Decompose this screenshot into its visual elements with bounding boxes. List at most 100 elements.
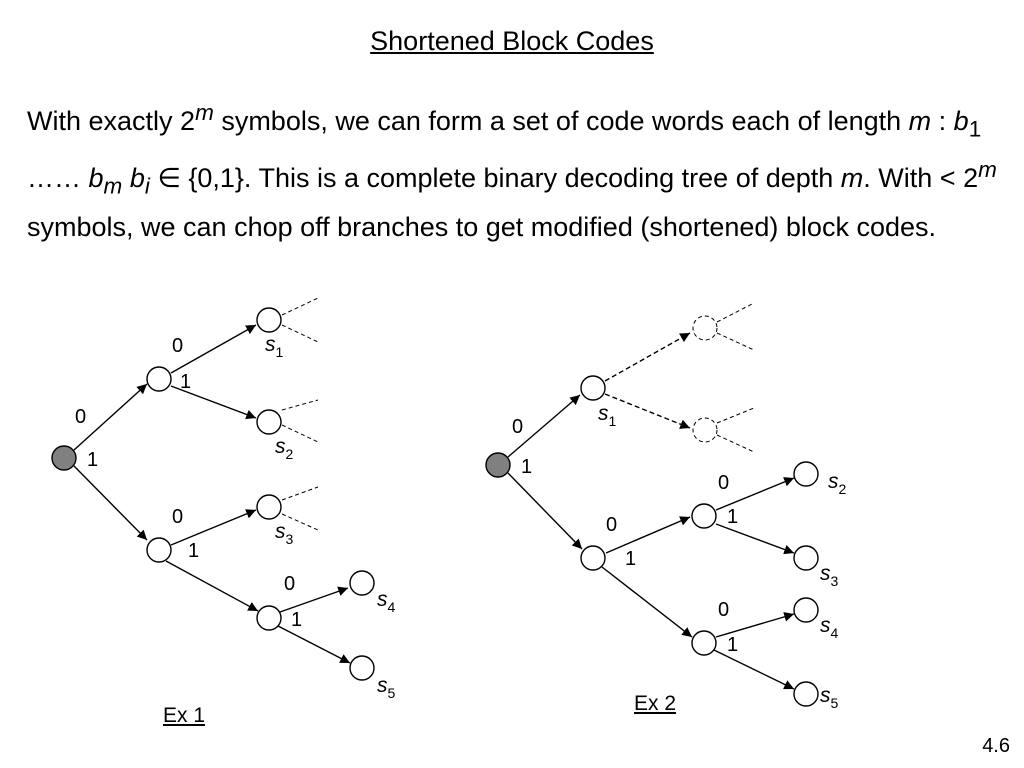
ex1-symbol-s2: s2 <box>275 435 294 462</box>
ex2-edge-label: 0 <box>718 472 729 494</box>
ex2-dashed-stub <box>716 302 755 323</box>
ex1-edge-label: 0 <box>284 573 295 595</box>
ex1-edge <box>170 509 257 546</box>
ex2-leaf-node <box>580 375 606 401</box>
ex1-dashed-stub <box>281 424 319 443</box>
ex1-node <box>256 605 282 631</box>
ex2-edge <box>715 612 795 638</box>
para-sub-i: i <box>144 173 150 199</box>
ex2-dashed-stub <box>716 434 755 453</box>
ex2-edge <box>601 566 693 638</box>
ex1-leaf-node <box>256 494 282 520</box>
ex2-edge-label: 1 <box>727 634 738 656</box>
para-var-bm: b <box>88 163 104 194</box>
ex1-edge-label: 0 <box>75 406 86 428</box>
ex2-root-node <box>485 452 511 478</box>
ex1-edge <box>73 383 148 451</box>
para-text-7: symbols, we can chop off branches to get… <box>27 211 936 242</box>
ex1-leaf-node <box>349 655 375 681</box>
para-text-3: : <box>931 106 954 136</box>
ex1-labels: 0 1 0 1 0 1 0 1 s1 s2 s3 s4 s5 <box>75 333 396 701</box>
ex1-edge <box>170 385 257 420</box>
ex2-leaf-node <box>793 545 819 571</box>
ex2-edge <box>605 516 691 554</box>
ex2-symbol-s2: s2 <box>828 470 847 497</box>
ex2-symbol-s4: s4 <box>820 614 839 641</box>
ex2-dashed-edge <box>604 393 691 429</box>
ex2-node <box>580 545 606 571</box>
ex2-edge <box>713 649 795 690</box>
ex1-edge-label: 1 <box>87 449 98 471</box>
ex2-dashed-stub <box>716 332 755 351</box>
ex1-leaf-node <box>256 409 282 435</box>
ex1-dashed-stub <box>281 297 319 316</box>
para-var-m2: m <box>840 163 864 194</box>
para-sub-1: 1 <box>968 116 982 142</box>
ex2-node <box>691 503 717 529</box>
ex1-symbol-s4: s4 <box>377 588 396 615</box>
intro-paragraph: With exactly 2m symbols, we can form a s… <box>27 92 1002 248</box>
para-sup-m2: m <box>978 157 997 183</box>
para-text-5: ∈ {0,1}. This is a complete binary decod… <box>149 163 841 194</box>
ex2-symbol-s1: s1 <box>598 402 617 429</box>
ex2-edge <box>507 472 583 550</box>
ex2-caption: Ex 2 <box>634 692 677 715</box>
ex1-edge <box>279 586 349 613</box>
ex1-dashed-stub <box>281 324 319 343</box>
para-text-1: With exactly 2 <box>27 106 196 136</box>
page-number: 4.6 <box>982 735 1010 757</box>
para-sup-m: m <box>195 100 214 125</box>
para-var-bi: b <box>129 163 145 194</box>
ex1-edge-label: 1 <box>180 371 191 393</box>
ex2-edge-label: 1 <box>727 506 738 528</box>
ex1-edge-label: 0 <box>172 506 183 528</box>
ex1-dashed-stub <box>281 486 319 501</box>
ex1-symbol-s1: s1 <box>265 333 284 360</box>
ex2-removed-node <box>692 417 718 443</box>
ex1-edge <box>277 625 351 664</box>
ex2-edge <box>715 523 795 555</box>
ex1-edge-label: 0 <box>172 335 183 357</box>
para-var-b1: b <box>953 106 969 136</box>
ex2-edge-label: 0 <box>512 416 523 438</box>
ex1-leaf-node <box>349 570 375 596</box>
ex1-symbol-s3: s3 <box>275 520 294 547</box>
ex2-tree <box>485 302 819 707</box>
ex1-caption: Ex 1 <box>163 704 206 727</box>
ex2-edge-label: 1 <box>521 456 532 478</box>
ex2-edge <box>507 394 581 458</box>
page-title: Shortened Block Codes <box>370 26 654 56</box>
para-sub-m: m <box>103 173 123 199</box>
ex2-symbol-s5: s5 <box>820 684 839 711</box>
ex2-edge <box>715 477 795 511</box>
ex1-node <box>146 537 172 563</box>
ex1-leaf-node <box>256 307 282 333</box>
ex1-node <box>146 366 172 392</box>
ex1-root-node <box>51 445 77 471</box>
ex2-leaf-node <box>793 597 819 623</box>
para-dots: …… <box>27 163 89 194</box>
ex2-node <box>691 630 717 656</box>
ex1-tree <box>51 297 375 681</box>
ex2-edge-label: 0 <box>606 514 617 536</box>
para-text-6: . With < 2 <box>863 163 979 194</box>
para-var-m: m <box>908 106 932 136</box>
ex1-dashed-stub <box>281 513 319 531</box>
ex1-symbol-s5: s5 <box>377 674 396 701</box>
ex2-removed-node <box>692 315 718 341</box>
ex2-labels: 0 1 0 1 0 1 0 1 s1 s2 s3 s4 s5 <box>512 402 847 711</box>
ex2-leaf-node <box>793 461 819 487</box>
ex2-dashed-edge <box>604 332 691 382</box>
ex1-edge-label: 1 <box>291 609 302 631</box>
ex2-edge-label: 1 <box>625 548 636 570</box>
ex1-edge-label: 1 <box>188 540 199 562</box>
ex1-dashed-stub <box>281 399 319 411</box>
ex1-edge <box>73 465 148 541</box>
ex2-edge-label: 0 <box>718 599 729 621</box>
ex1-edge <box>165 560 259 612</box>
ex1-edge <box>170 324 257 374</box>
ex2-symbol-s3: s3 <box>820 562 839 589</box>
ex2-dashed-stub <box>716 407 755 424</box>
ex2-leaf-node <box>793 681 819 707</box>
